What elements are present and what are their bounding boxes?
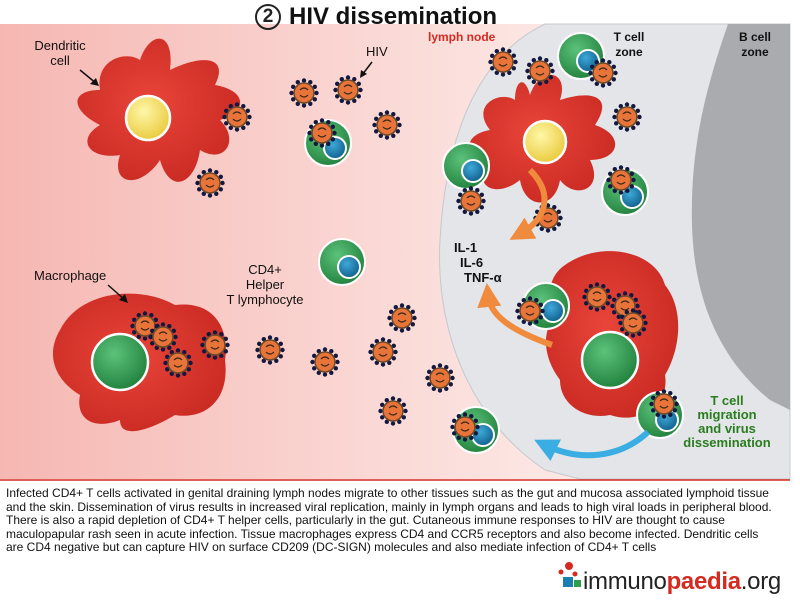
caption-text: Infected CD4+ T cells activated in genit… [6,486,772,555]
hiv-virion [289,78,319,108]
hiv-virion [425,363,455,393]
hiv-virion [582,282,612,312]
hiv-virion [649,389,679,419]
macrophage-nucleus [90,332,150,392]
hiv-virion [456,186,486,216]
lymph-macrophage-nucleus [580,330,640,390]
t-cell [318,238,366,286]
hiv-label: HIV [366,44,388,59]
brand-part1: immuno [583,568,667,595]
hiv-virion [148,322,178,352]
macrophage [52,293,226,432]
hiv-virion [310,347,340,377]
dendritic-nucleus [124,94,172,142]
brand-wordmark[interactable]: immunopaedia.org [583,568,781,596]
hiv-virion [255,335,285,365]
hiv-virions-group [130,47,679,442]
hiv-virion [588,58,618,88]
hiv-virion [163,348,193,378]
cytokine-labels: IL-1 IL-6 TNF-α [454,240,502,285]
page-title: HIV dissemination [289,3,498,30]
cd4-helper-label: CD4+ Helper T lymphocyte [226,262,304,307]
cytokine-arrow-from-dendritic [509,167,548,240]
hiv-virion [378,396,408,426]
label-pointer-macrophage-head [119,294,128,303]
tnf-label: TNF-α [464,270,502,285]
lymph-dendritic-nucleus [522,119,568,165]
dendritic-cell [77,38,241,182]
macrophage-label: Macrophage [34,268,107,283]
hiv-virion [222,102,252,132]
migration-arrow [534,429,651,462]
hiv-virion [387,303,417,333]
lymph-node-label: lymph node [428,30,496,44]
hiv-virion [333,75,363,105]
label-pointer-dendritic-head [90,78,99,86]
hiv-virion [488,47,518,77]
hiv-virion [200,330,230,360]
lymph-node-dendritic-cell [469,74,616,203]
b-cell-zone-region [691,24,790,410]
brand-part3: .org [740,568,781,595]
hiv-virion [307,118,337,148]
hiv-virion [450,412,480,442]
hiv-virion [368,337,398,367]
b-cell-zone-label: B cell zone [738,30,771,59]
il6-label: IL-6 [460,255,484,270]
t-cell-zone-label: T cell zone [613,30,645,59]
hiv-virion [525,56,555,86]
il1-label: IL-1 [454,240,478,255]
brand-part2: paedia [666,568,742,595]
header: 2 HIV dissemination [255,2,497,32]
cytokine-arrow-from-macrophage [477,283,554,348]
brand-logo-mark [558,562,581,587]
hiv-virion [533,203,563,233]
lymph-node-macrophage [545,251,679,418]
hiv-virion [618,308,648,338]
hiv-virion [606,165,636,195]
t-cell [442,142,490,190]
hiv-virion [612,102,642,132]
step-number: 2 [255,4,281,30]
hiv-virion [195,168,225,198]
migration-label: T cell migration and virus dissemination [683,393,771,450]
hiv-virion [515,296,545,326]
hiv-virion [372,110,402,140]
dendritic-cell-label: Dendritic cell [34,38,86,68]
label-pointer-hiv-head [360,70,367,78]
